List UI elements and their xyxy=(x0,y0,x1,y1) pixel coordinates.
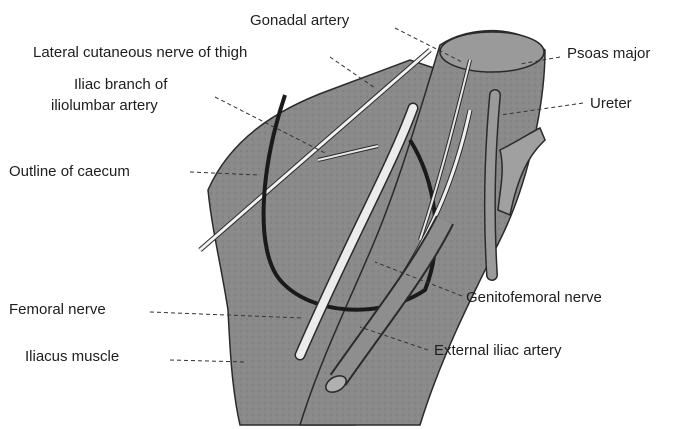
label-iliac-branch-line2: iliolumbar artery xyxy=(51,97,158,114)
psoas-top-surface xyxy=(440,32,544,72)
label-gonadal-artery: Gonadal artery xyxy=(250,12,349,29)
label-outline-caecum: Outline of caecum xyxy=(9,163,130,180)
label-psoas-major: Psoas major xyxy=(567,45,650,62)
label-genitofemoral-nerve: Genitofemoral nerve xyxy=(466,289,602,306)
label-femoral-nerve: Femoral nerve xyxy=(9,301,106,318)
label-ureter: Ureter xyxy=(590,95,632,112)
label-iliac-branch-line1: Iliac branch of xyxy=(74,76,167,93)
ureter-fill xyxy=(490,95,495,275)
label-iliacus-muscle: Iliacus muscle xyxy=(25,348,119,365)
label-external-iliac-artery: External iliac artery xyxy=(434,342,562,359)
label-lateral-cutaneous-nerve: Lateral cutaneous nerve of thigh xyxy=(33,44,247,61)
